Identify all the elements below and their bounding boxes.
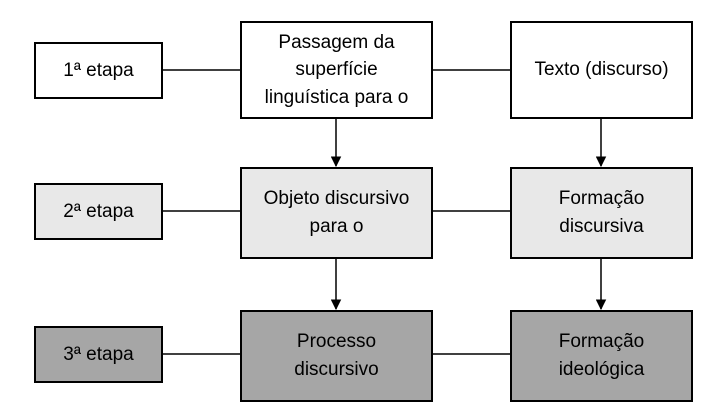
- node-processo-discursivo: Processo discursivo: [240, 310, 433, 402]
- stage-2-box: 2ª etapa: [34, 183, 163, 240]
- stage-1-box: 1ª etapa: [34, 42, 163, 99]
- node-objeto-discursivo-label: Objeto discursivo para o: [263, 188, 410, 237]
- stage-2-label: 2ª etapa: [63, 200, 134, 222]
- stage-3-box: 3ª etapa: [34, 326, 163, 383]
- node-passagem: Passagem da superfície linguística para …: [240, 21, 433, 119]
- stage-3-label: 3ª etapa: [63, 343, 134, 365]
- node-formacao-ideologica: Formação ideológica: [510, 310, 693, 402]
- node-passagem-label: Passagem da superfície linguística para …: [264, 31, 409, 108]
- node-processo-discursivo-label: Processo discursivo: [294, 331, 379, 380]
- stage-1-label: 1ª etapa: [63, 59, 134, 81]
- node-formacao-discursiva: Formação discursiva: [510, 167, 693, 259]
- node-formacao-discursiva-label: Formação discursiva: [558, 188, 645, 237]
- node-texto-label: Texto (discurso): [534, 59, 669, 81]
- node-objeto-discursivo: Objeto discursivo para o: [240, 167, 433, 259]
- node-texto: Texto (discurso): [510, 21, 693, 119]
- node-formacao-ideologica-label: Formação ideológica: [558, 331, 645, 380]
